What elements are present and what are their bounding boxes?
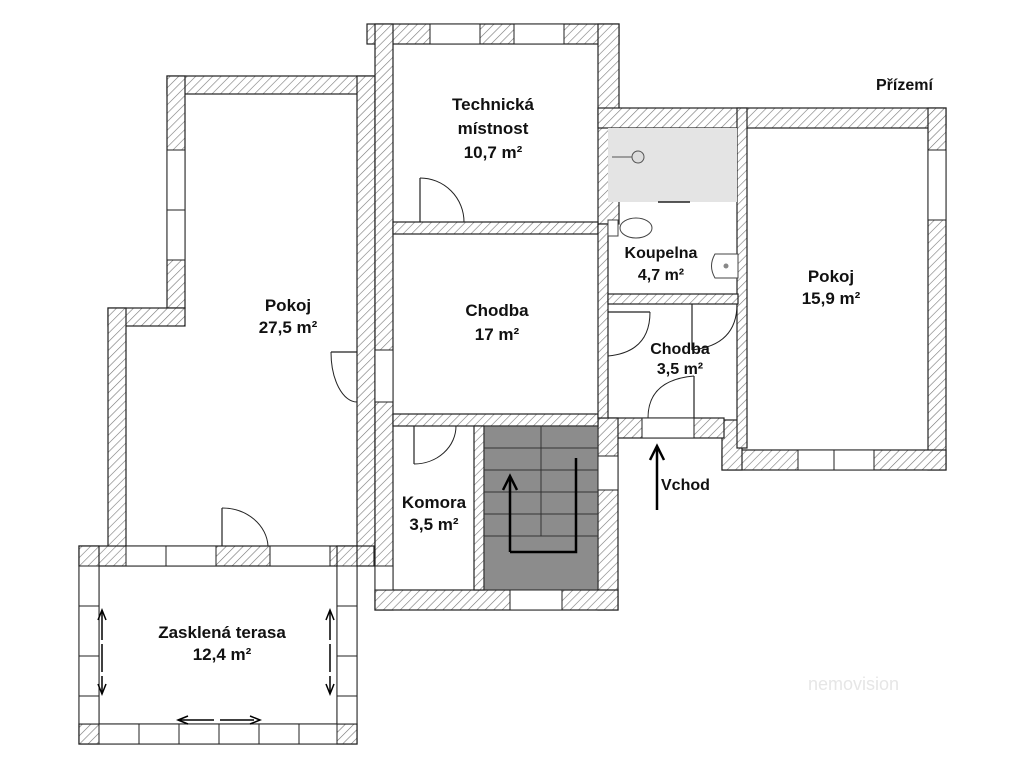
watermark: nemovision <box>808 674 899 694</box>
doors <box>221 177 738 547</box>
room-area: 3,5 m² <box>409 515 458 534</box>
floor-label: Přízemí <box>876 77 933 94</box>
room-area: 12,4 m² <box>193 645 252 664</box>
room-name: Komora <box>402 493 467 512</box>
room-komora: Komora 3,5 m² <box>402 493 467 534</box>
room-name: Pokoj <box>265 296 311 315</box>
room-area: 10,7 m² <box>464 143 523 162</box>
room-terasa: Zasklená terasa 12,4 m² <box>158 623 286 664</box>
room-area: 27,5 m² <box>259 318 318 337</box>
room-name: Chodba <box>465 301 529 320</box>
sliding-windows <box>97 607 335 725</box>
entrance-arrow-icon <box>648 443 666 510</box>
bathroom-fixtures <box>607 128 739 279</box>
room-name-line2: místnost <box>458 119 529 138</box>
room-area: 15,9 m² <box>802 289 861 308</box>
room-area: 4,7 m² <box>638 267 684 284</box>
entrance-label: Vchod <box>661 477 710 494</box>
room-koupelna: Koupelna 4,7 m² <box>625 245 698 284</box>
room-name-line1: Technická <box>452 95 534 114</box>
room-technicka: Technická místnost 10,7 m² <box>452 95 534 162</box>
staircase <box>483 425 599 591</box>
room-name: Pokoj <box>808 267 854 286</box>
room-area: 17 m² <box>475 325 520 344</box>
room-pokoj-right: Pokoj 15,9 m² <box>802 267 861 308</box>
shower-head-icon <box>631 150 645 164</box>
room-pokoj-large: Pokoj 27,5 m² <box>259 296 318 337</box>
room-chodba-small: Chodba 3,5 m² <box>650 341 710 378</box>
room-chodba-main: Chodba 17 m² <box>465 301 529 344</box>
toilet-icon <box>619 217 653 239</box>
room-area: 3,5 m² <box>657 361 703 378</box>
room-name: Koupelna <box>625 245 698 262</box>
windows <box>78 23 947 745</box>
room-name: Zasklená terasa <box>158 623 286 642</box>
room-name: Chodba <box>650 341 710 358</box>
